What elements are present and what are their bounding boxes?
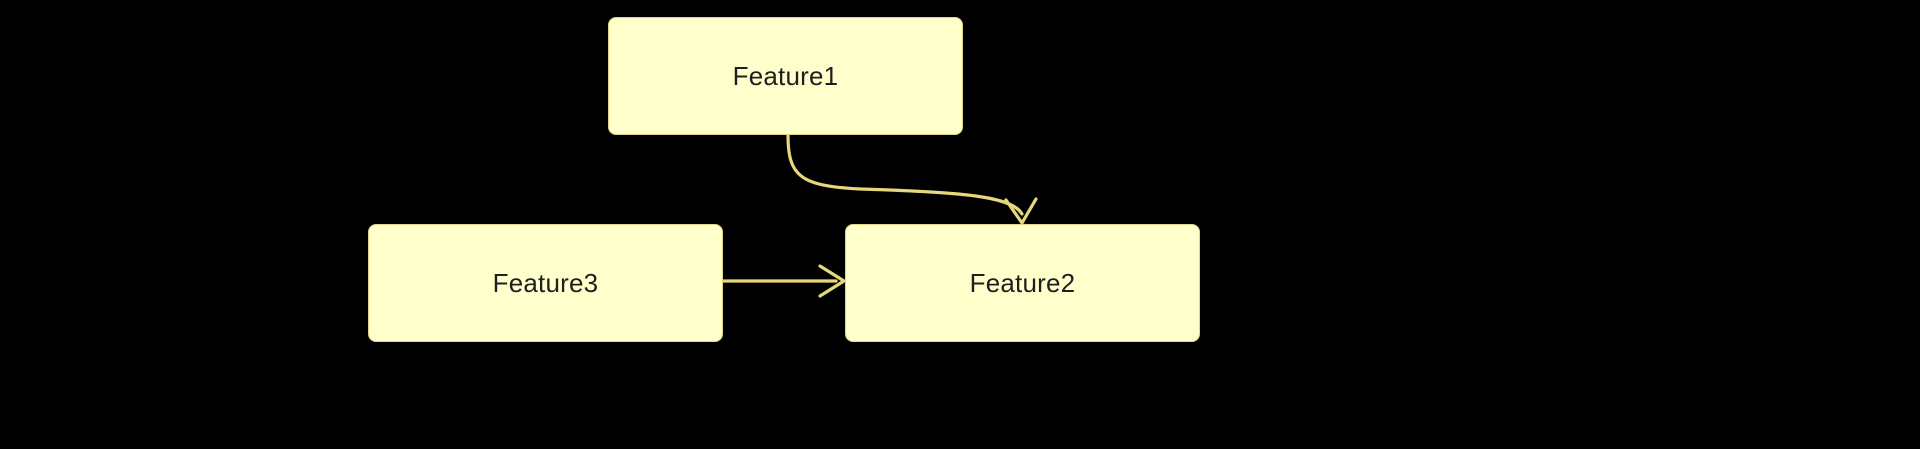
- edge-feature1-feature2: [786, 133, 1038, 225]
- node-feature3-label: Feature3: [492, 268, 599, 298]
- node-feature3[interactable]: Feature3: [368, 224, 723, 342]
- node-feature1-label: Feature1: [732, 61, 839, 91]
- edge-feature1-feature2-arrowhead-icon: [1004, 197, 1038, 225]
- node-feature2-label: Feature2: [969, 268, 1076, 298]
- node-feature2[interactable]: Feature2: [845, 224, 1200, 342]
- edge-feature3-feature2: [721, 264, 846, 298]
- edge-feature3-feature2-arrowhead-icon: [818, 264, 846, 298]
- edge-feature1-feature2-line: [786, 133, 1024, 216]
- node-feature1[interactable]: Feature1: [608, 17, 963, 135]
